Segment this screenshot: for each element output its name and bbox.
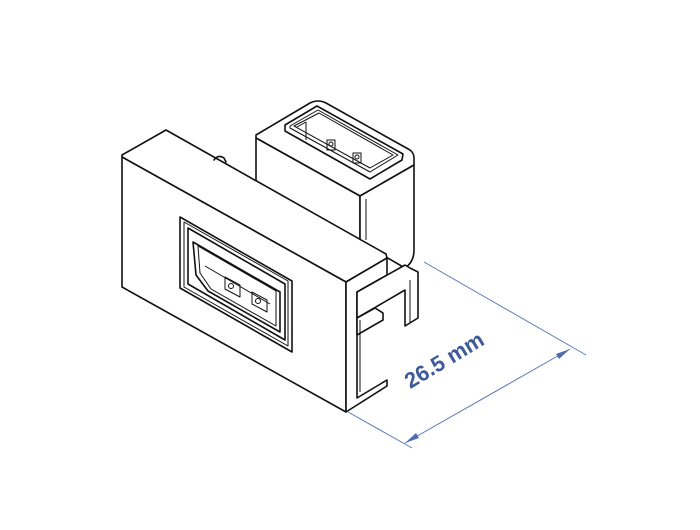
rear-port-housing [255,100,415,269]
front-usb-port [179,216,293,353]
dimension-annotation [347,261,587,449]
side-clip [345,257,419,413]
